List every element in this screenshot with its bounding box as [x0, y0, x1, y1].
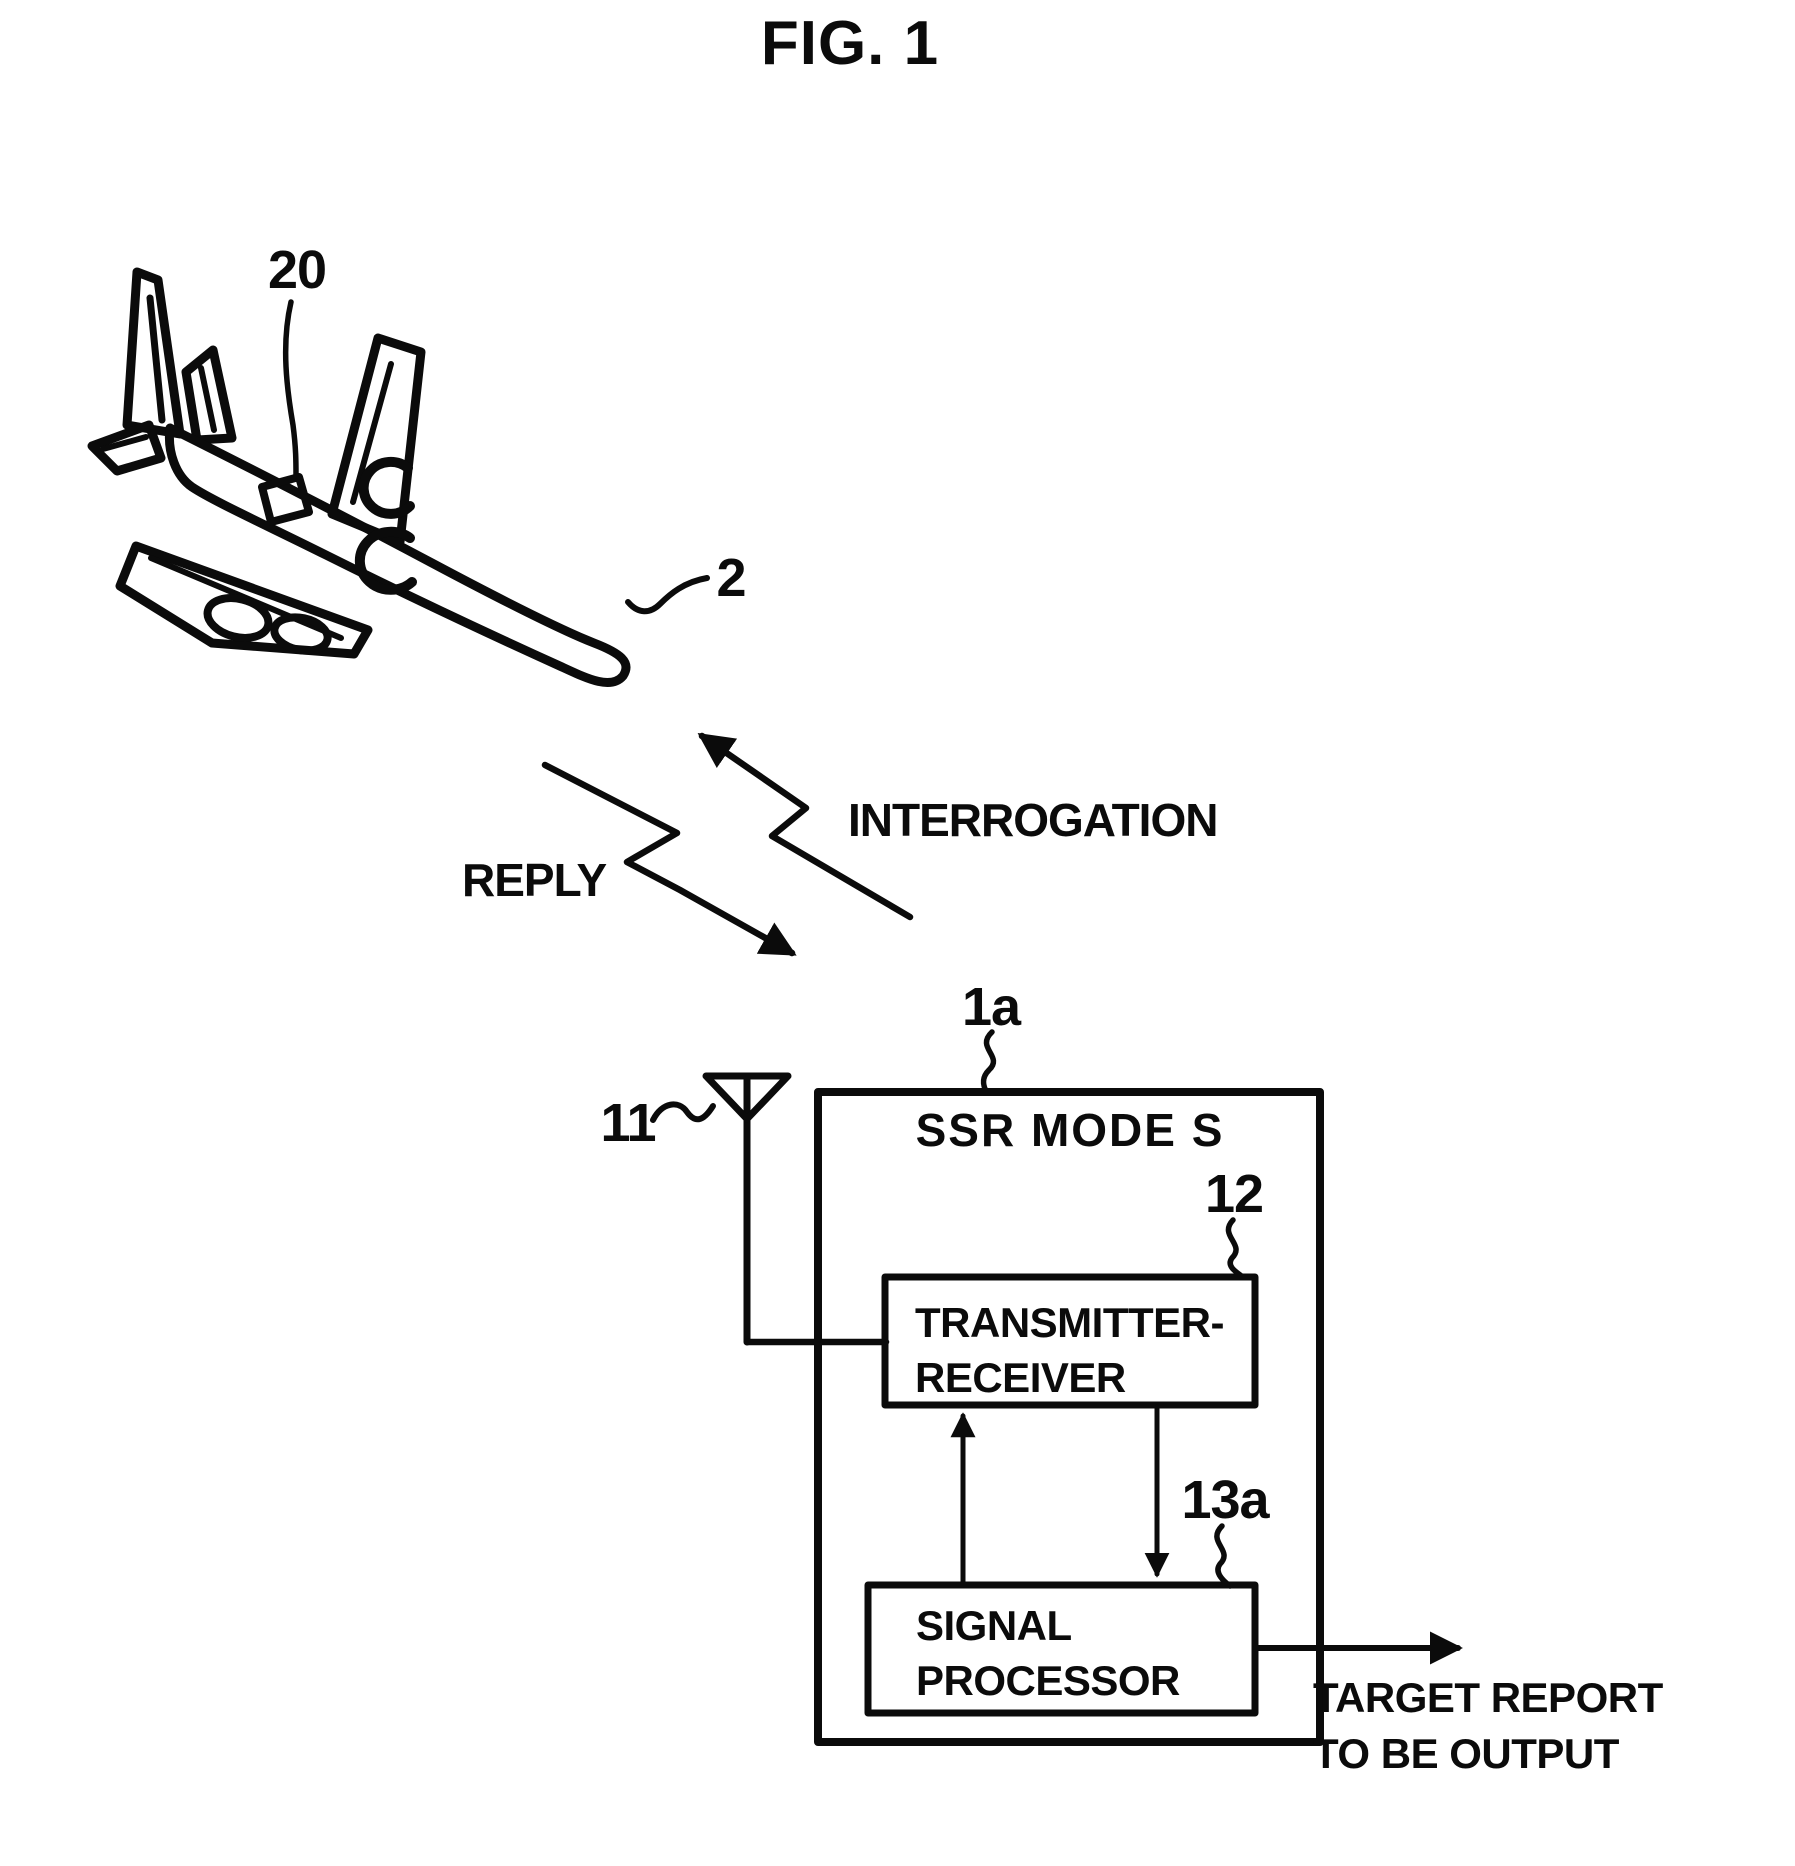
- reply-label: REPLY: [462, 854, 606, 906]
- label-13a-signal-processor: 13a: [1181, 1470, 1270, 1530]
- figure-title: FIG. 1: [761, 9, 939, 78]
- transmitter-receiver-label-line2: RECEIVER: [915, 1354, 1126, 1401]
- aircraft-tail-fin-detail: [146, 294, 166, 424]
- interrogation-bolt-arrow: [697, 732, 914, 921]
- label-11-leader-line: [650, 1101, 716, 1123]
- aircraft-far-wing: [115, 541, 373, 659]
- reply-bolt-arrow: [541, 761, 797, 957]
- label-1a-station: 1a: [962, 977, 1022, 1037]
- aircraft-near-wing-detail: [350, 361, 394, 505]
- label-1a-leader-line: [980, 1029, 997, 1096]
- interrogation-label: INTERROGATION: [848, 794, 1217, 846]
- aircraft-drawing: [87, 267, 631, 688]
- label-11-antenna: 11: [600, 1093, 655, 1153]
- label-12-transmitter-receiver: 12: [1205, 1164, 1263, 1224]
- aircraft-belly-pod-left: [203, 594, 273, 642]
- aircraft-belly-pod-right: [270, 613, 332, 655]
- signal-processor-label-line1: SIGNAL: [916, 1602, 1072, 1649]
- antenna-dish-triangle: [702, 1072, 792, 1123]
- output-caption-line1: TARGET REPORT: [1313, 1674, 1664, 1721]
- transponder-icon: [258, 473, 313, 526]
- aircraft-engine-upper: [358, 456, 415, 519]
- aircraft-far-stabilizer-detail: [198, 365, 217, 433]
- label-20-leader-line: [282, 299, 299, 479]
- output-caption-line2: TO BE OUTPUT: [1313, 1730, 1620, 1777]
- label-13a-leader-line: [1214, 1523, 1233, 1589]
- aircraft-engine-lower: [354, 526, 417, 595]
- label-2-aircraft: 2: [716, 548, 745, 608]
- aircraft-fuselage: [164, 423, 631, 688]
- transmitter-receiver-box: [881, 1273, 1259, 1409]
- antenna-icon: [702, 1072, 890, 1346]
- aircraft-left-stabilizer-detail: [100, 434, 149, 452]
- label-20-transponder: 20: [268, 240, 326, 300]
- label-12-leader-line: [1225, 1217, 1246, 1280]
- aircraft-far-stabilizer: [181, 345, 237, 445]
- station-name: SSR MODE S: [916, 1104, 1225, 1156]
- label-2-leader-line: [625, 575, 710, 615]
- signal-processor-label-line2: PROCESSOR: [916, 1657, 1180, 1704]
- ssr-station-box: [814, 1088, 1324, 1746]
- aircraft-left-stabilizer: [87, 420, 166, 476]
- transmitter-receiver-label-line1: TRANSMITTER-: [915, 1299, 1224, 1346]
